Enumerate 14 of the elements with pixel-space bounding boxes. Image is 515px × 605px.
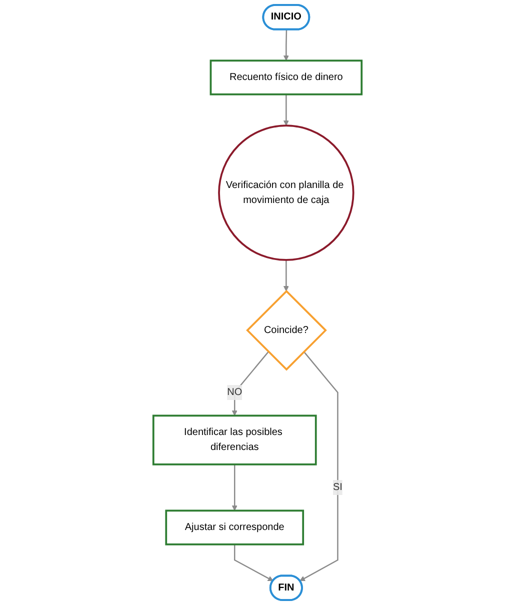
node-circle: Verificación con planilla de movimiento de caja <box>218 124 354 261</box>
arrow <box>232 351 269 416</box>
node-diamond: Coincide? <box>246 290 327 371</box>
arrow <box>234 544 274 582</box>
node-box: Identificar las posibles diferencias <box>152 414 317 466</box>
node-box: Ajustar si corresponde <box>165 510 304 546</box>
edge-label: NO <box>227 386 242 398</box>
arrow <box>283 260 289 292</box>
arrow <box>283 30 289 61</box>
node-box: Recuento físico de dinero <box>210 60 363 96</box>
arrow <box>232 464 238 511</box>
arrow <box>283 94 289 126</box>
edge-label: SI <box>333 482 342 493</box>
arrow <box>300 351 338 582</box>
